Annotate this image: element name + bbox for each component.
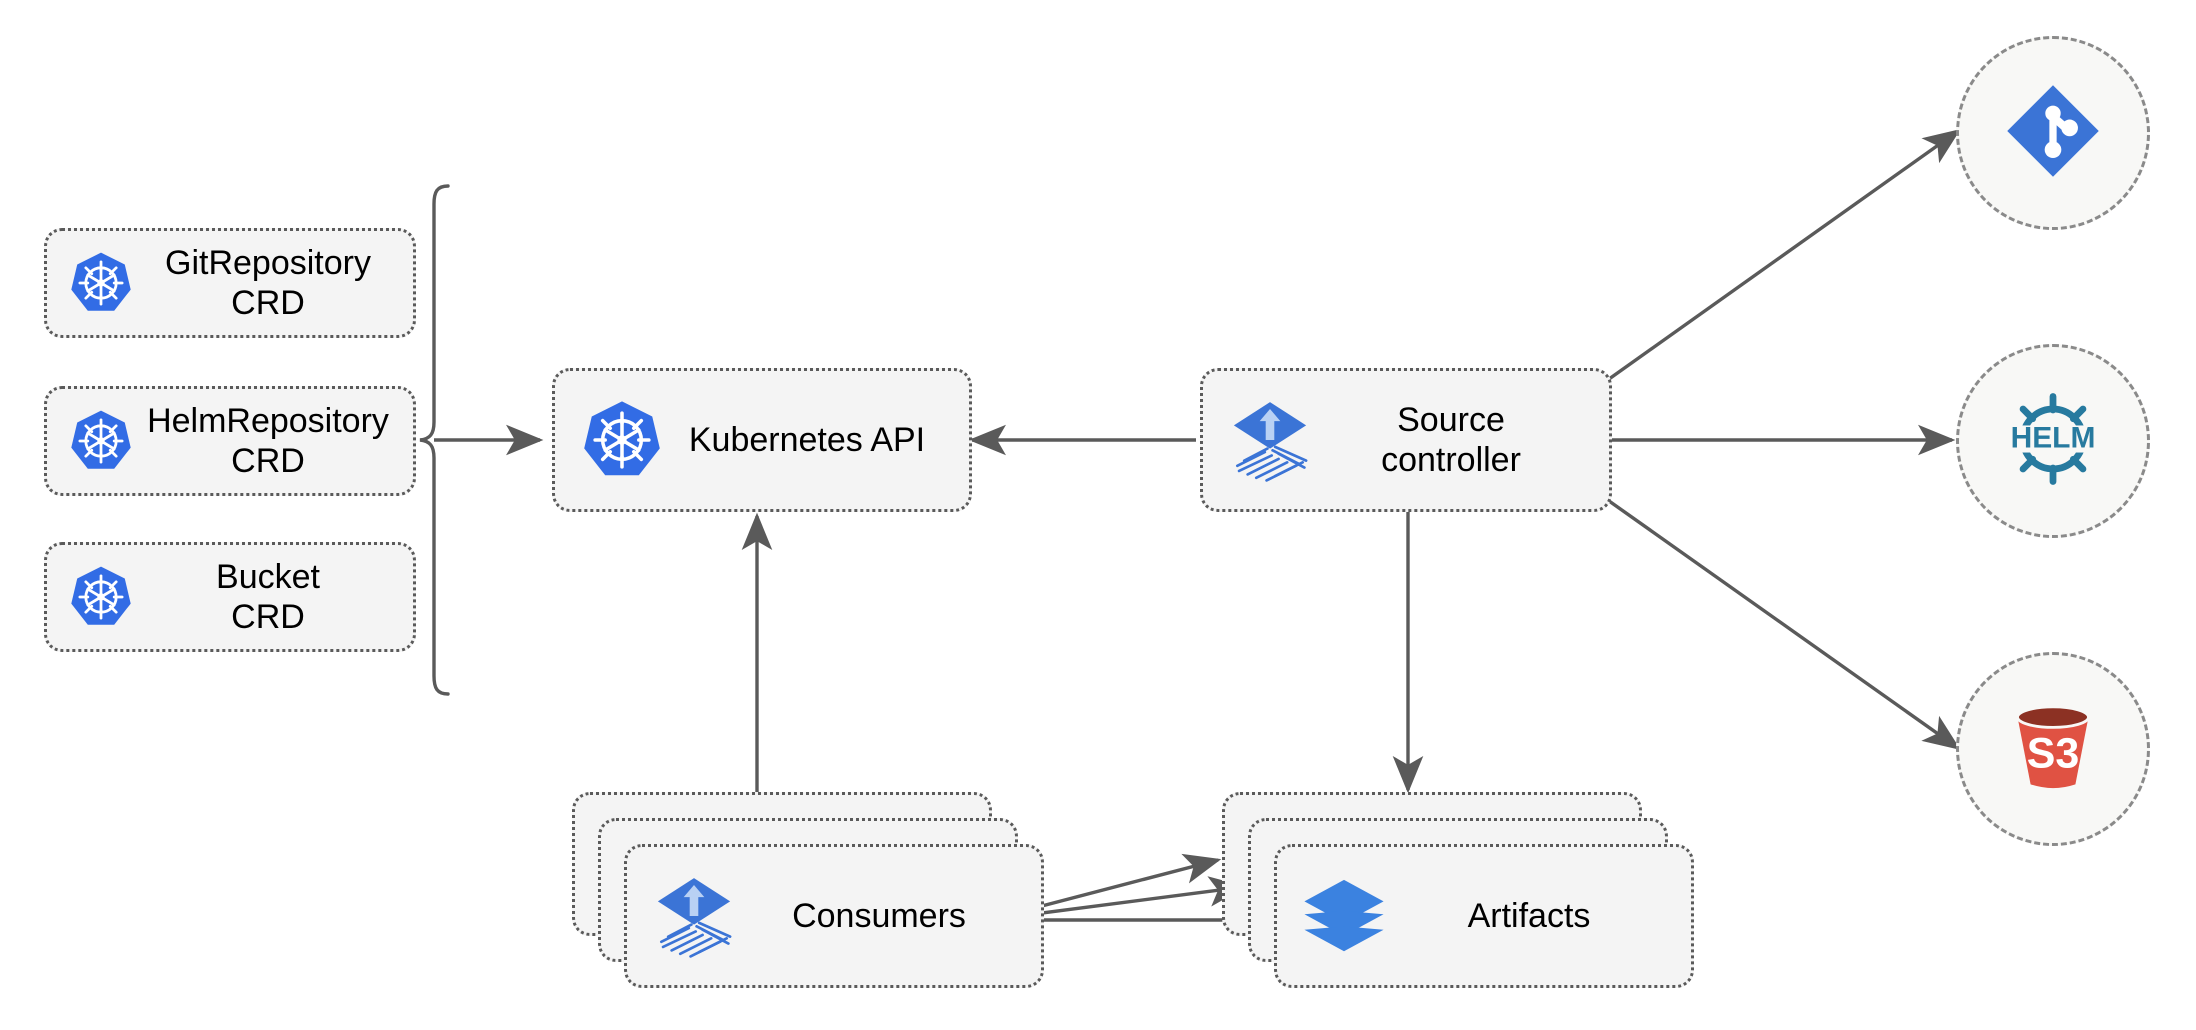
helmrepository-crd[interactable]: HelmRepository CRD <box>44 386 416 496</box>
s3-source[interactable]: S3 <box>1956 652 2150 846</box>
git-icon <box>2001 79 2105 188</box>
helm-icon: HELM <box>1995 381 2111 502</box>
artifacts-node[interactable]: Artifacts <box>1274 844 1694 988</box>
kubernetes-icon <box>65 405 137 477</box>
gitrepository-crd[interactable]: GitRepository CRD <box>44 228 416 338</box>
bucket-crd[interactable]: Bucket CRD <box>44 542 416 652</box>
helm-source[interactable]: HELM <box>1956 344 2150 538</box>
flux-icon <box>1227 397 1313 483</box>
gitrepository-crd-label: GitRepository CRD <box>165 243 371 322</box>
s3-bucket-icon: S3 <box>1997 691 2109 808</box>
bucket-crd-label: Bucket CRD <box>216 557 320 636</box>
kubernetes-icon <box>579 397 665 483</box>
consumers-node[interactable]: Consumers <box>624 844 1044 988</box>
artifacts-label: Artifacts <box>1467 896 1591 935</box>
source-controller-node[interactable]: Source controller <box>1200 368 1612 512</box>
source-controller-label: Source controller <box>1381 400 1521 479</box>
crd-group-brace <box>419 184 544 696</box>
edge-source-controller-to-git <box>1601 129 1961 386</box>
flux-icon <box>651 873 737 959</box>
edge-source-controller-to-s3 <box>1601 494 1961 750</box>
kubernetes-api-label: Kubernetes API <box>688 420 926 459</box>
kubernetes-icon <box>65 561 137 633</box>
git-source[interactable] <box>1956 36 2150 230</box>
consumers-label: Consumers <box>792 896 966 935</box>
kubernetes-api-node[interactable]: Kubernetes API <box>552 368 972 512</box>
helm-label: HELM <box>2011 421 2096 454</box>
helmrepository-crd-label: HelmRepository CRD <box>147 401 389 480</box>
layers-icon <box>1301 873 1387 959</box>
s3-label: S3 <box>2027 729 2080 777</box>
kubernetes-icon <box>65 247 137 319</box>
